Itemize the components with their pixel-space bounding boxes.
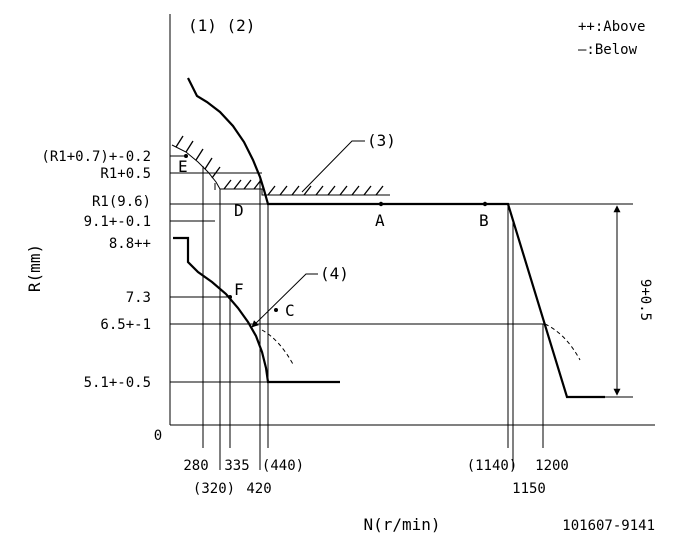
callout-4-leader [251,273,318,328]
x-label-280: 280 [183,458,208,474]
point-b-label: B [479,211,489,230]
point-b-dot [482,201,488,207]
point-c-dot [274,308,278,312]
y-label-7-3: 7.3 [126,290,151,306]
y-label-6-5: 6.5+-1 [100,317,151,333]
y-label-e: (R1+0.7)+-0.2 [41,149,151,165]
dashed-curve-lower [261,329,295,367]
x-label-1140: (1140) [467,458,518,474]
point-e-dot [184,154,188,158]
y-label-r1-05: R1+0.5 [100,166,151,182]
callout-3: (3) [367,131,396,150]
x-label-440: (440) [262,458,304,474]
point-e-label: E [178,157,188,176]
y-axis-label: R(mm) [25,244,44,292]
x-label-1200: 1200 [535,458,569,474]
curve-number-labels: (1) (2) [188,16,255,35]
point-f-dot [228,295,232,299]
point-a-dot [378,201,384,207]
y-label-9-1: 9.1+-0.1 [84,214,151,230]
x-label-1150: 1150 [512,481,546,497]
x-label-320: (320) [193,481,235,497]
point-d-label: D [234,201,244,220]
point-c-label: C [285,301,295,320]
y-label-r1: R1(9.6) [92,194,151,210]
x-axis-label: N(r/min) [363,515,440,534]
origin-label: 0 [154,428,162,444]
hatching [175,135,384,196]
y-label-8-8: 8.8++ [109,236,151,252]
callout-4: (4) [320,264,349,283]
lower-curve [173,236,340,384]
x-label-335: 335 [224,458,249,474]
dimension-label: 9+0.5 [637,279,653,321]
document-number: 101607-9141 [562,518,655,534]
y-label-5-1: 5.1+-0.5 [84,375,151,391]
limit-curve [171,144,390,196]
upper-curve [187,77,605,399]
x-label-420: 420 [246,481,271,497]
legend-below: —:Below [578,42,638,58]
point-a-label: A [375,211,385,230]
legend-above: ++:Above [578,19,645,35]
callout-3-leader [301,140,365,193]
point-f-label: F [234,280,244,299]
dashed-curve-right [544,323,581,361]
